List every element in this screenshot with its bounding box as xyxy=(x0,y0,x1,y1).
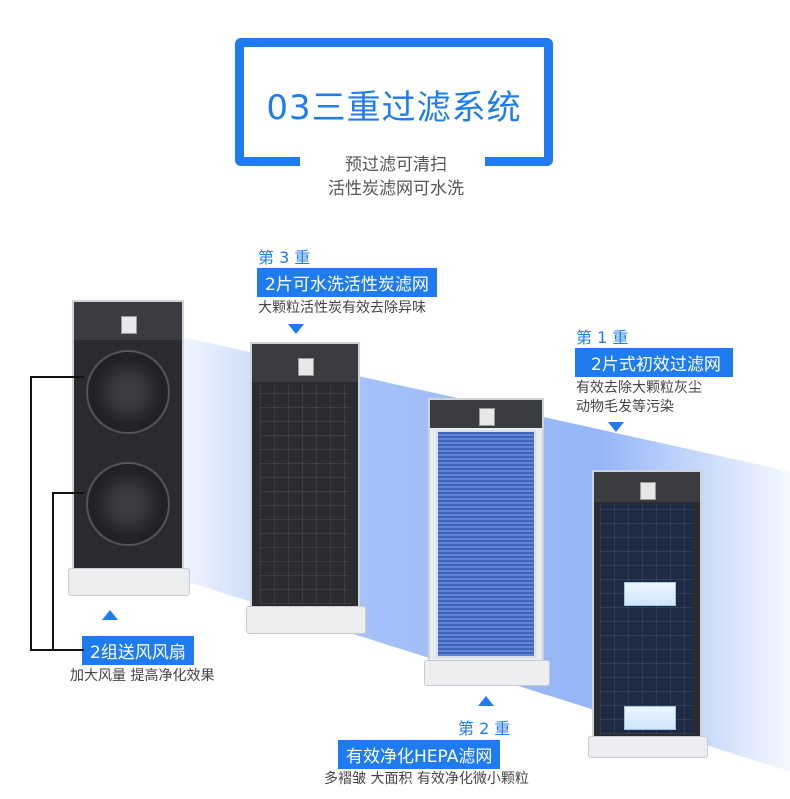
purifier-fans-unit xyxy=(72,300,184,576)
unit-top-panel xyxy=(594,472,700,502)
stage3-desc: 大颗粒活性炭有效去除异味 xyxy=(258,300,426,316)
unit-clip xyxy=(121,316,137,334)
upper-fan xyxy=(86,350,170,434)
fans-arrow-icon xyxy=(102,610,118,620)
unit-base xyxy=(68,568,190,596)
lower-fan xyxy=(86,462,170,546)
unit-base xyxy=(424,660,550,686)
stage2-heading: 第 2 重 xyxy=(458,719,511,738)
pre-filter-mesh xyxy=(600,504,694,734)
stage1-arrow-icon xyxy=(608,422,624,432)
stage1-name: 2片式初效过滤网 xyxy=(575,348,733,377)
purifier-hepa-unit xyxy=(428,398,544,666)
stage2-desc: 多褶皱 大面积 有效净化微小颗粒 xyxy=(324,771,529,787)
unit-top-panel xyxy=(430,400,542,428)
unit-clip xyxy=(640,482,656,500)
purifier-prefilter-unit xyxy=(592,470,702,742)
stage3-arrow-icon xyxy=(288,324,304,334)
fans-name: 2组送风风扇 xyxy=(82,636,194,665)
stage3-name: 2片可水洗活性炭滤网 xyxy=(257,268,437,297)
header-subtitle-1: 预过滤可清扫 xyxy=(345,155,447,175)
unit-base xyxy=(588,736,708,758)
stage1-desc-1: 有效去除大颗粒灰尘 xyxy=(576,380,702,396)
unit-base xyxy=(246,606,366,634)
page-title: 03三重过滤系统 xyxy=(266,88,522,128)
filter-pad xyxy=(624,582,676,606)
unit-clip xyxy=(479,408,495,426)
header-subtitle-2: 活性炭滤网可水洗 xyxy=(328,179,464,199)
stage1-desc-2: 动物毛发等污染 xyxy=(576,399,674,415)
filter-pad xyxy=(624,706,676,730)
fans-bracket-inner xyxy=(52,492,84,651)
unit-top-panel xyxy=(74,302,182,340)
unit-top-panel xyxy=(252,344,358,382)
hepa-filter xyxy=(436,430,536,658)
carbon-filter xyxy=(260,384,350,604)
unit-clip xyxy=(298,358,314,376)
stage2-name: 有效净化HEPA滤网 xyxy=(338,740,501,769)
purifier-carbon-unit xyxy=(250,342,360,614)
stage3-heading: 第 3 重 xyxy=(258,248,311,267)
stage1-heading: 第 1 重 xyxy=(576,328,629,347)
stage2-arrow-icon xyxy=(478,696,494,706)
fans-desc: 加大风量 提高净化效果 xyxy=(70,668,215,684)
header-frame-gap xyxy=(300,150,485,172)
